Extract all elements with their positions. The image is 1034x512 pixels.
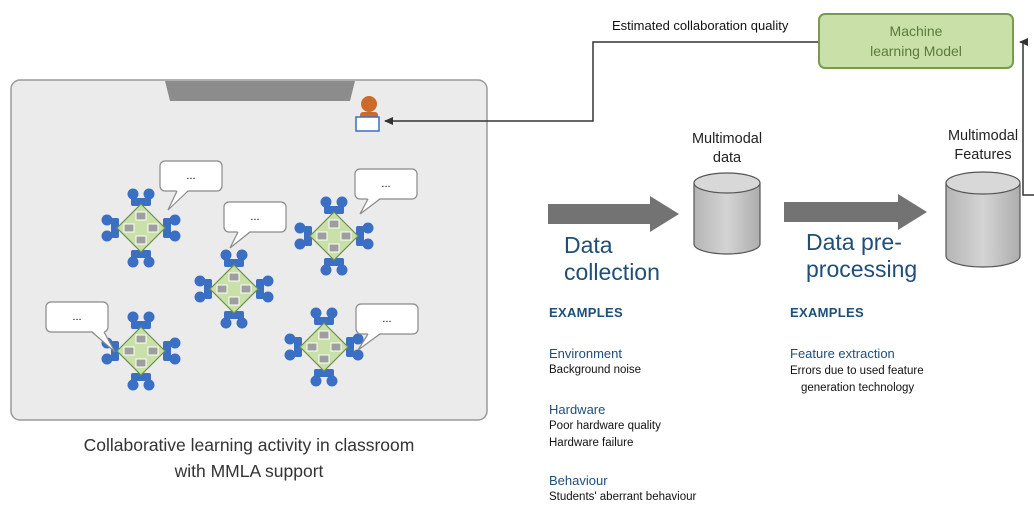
speech-bubble-2: ... bbox=[354, 168, 418, 215]
group-table-1 bbox=[101, 188, 181, 268]
example-category-behaviour: Behaviour bbox=[549, 473, 608, 488]
data-preprocessing-line1: Data pre- bbox=[806, 229, 902, 255]
multimodal-features-line2: Features bbox=[954, 147, 1012, 163]
group-table-2 bbox=[294, 196, 374, 276]
multimodal-data-line1: Multimodal bbox=[691, 131, 763, 147]
feedback-arrow-label: Estimated collaboration quality bbox=[612, 18, 789, 33]
speech-bubble-1: ... bbox=[159, 160, 223, 211]
data-collection-arrow bbox=[548, 196, 679, 232]
example-category-environment: Environment bbox=[549, 346, 622, 361]
group-table-4 bbox=[101, 311, 181, 391]
data-preprocessing-arrow bbox=[784, 194, 927, 230]
data-preprocessing-label: Data pre- processing bbox=[806, 229, 917, 283]
multimodal-data-title: Multimodal data bbox=[667, 130, 787, 168]
example-item-hardware-failure: Hardware failure bbox=[549, 437, 634, 449]
multimodal-features-title: Multimodal Features bbox=[923, 127, 1034, 165]
multimodal-features-cylinder bbox=[945, 171, 1021, 268]
example-item-feature-errors-1: Errors due to used feature bbox=[790, 365, 924, 377]
speech-bubble-3: ... bbox=[223, 201, 287, 249]
speech-bubble-text: ... bbox=[382, 313, 391, 325]
preprocessing-examples-heading: EXAMPLES bbox=[790, 305, 864, 320]
multimodal-data-line2: data bbox=[712, 150, 742, 166]
multimodal-data-cylinder bbox=[693, 172, 761, 255]
example-item-background-noise: Background noise bbox=[549, 364, 642, 376]
speech-bubble-text: ... bbox=[250, 211, 259, 223]
ml-model-box: Machine learning Model bbox=[818, 13, 1014, 69]
example-item-poor-hardware: Poor hardware quality bbox=[549, 420, 661, 432]
speech-bubble-text: ... bbox=[72, 311, 81, 323]
ml-model-line1: Machine bbox=[889, 23, 943, 39]
collection-examples-heading: EXAMPLES bbox=[549, 305, 623, 320]
speech-bubble-5: ... bbox=[355, 303, 419, 351]
data-collection-line1: Data bbox=[564, 232, 613, 258]
whiteboard-icon bbox=[165, 81, 355, 101]
group-table-3 bbox=[194, 249, 274, 329]
example-category-hardware: Hardware bbox=[549, 402, 606, 417]
classroom-panel bbox=[10, 79, 488, 421]
data-collection-line2: collection bbox=[564, 259, 660, 285]
example-category-feature-extraction: Feature extraction bbox=[790, 346, 895, 361]
data-collection-label: Data collection bbox=[564, 232, 660, 286]
classroom-caption: Collaborative learning activity in class… bbox=[11, 432, 487, 484]
teacher-icon bbox=[355, 96, 380, 132]
speech-bubbles: ............... bbox=[45, 160, 419, 353]
classroom-caption-line2: with MMLA support bbox=[174, 461, 324, 481]
speech-bubble-4: ... bbox=[45, 301, 116, 353]
ml-model-line2: learning Model bbox=[870, 43, 962, 59]
speech-bubble-text: ... bbox=[381, 178, 390, 190]
example-item-feature-errors-2: generation technology bbox=[801, 382, 915, 394]
multimodal-features-line1: Multimodal bbox=[947, 128, 1019, 144]
classroom-caption-line1: Collaborative learning activity in class… bbox=[83, 435, 415, 455]
example-item-aberrant-behaviour: Students' aberrant behaviour bbox=[549, 491, 697, 503]
student-groups bbox=[101, 188, 374, 391]
features-to-model-arrow bbox=[1019, 38, 1034, 196]
data-preprocessing-line2: processing bbox=[806, 256, 918, 282]
speech-bubble-text: ... bbox=[186, 170, 195, 182]
group-table-5 bbox=[284, 307, 364, 387]
feedback-arrow bbox=[384, 41, 818, 125]
